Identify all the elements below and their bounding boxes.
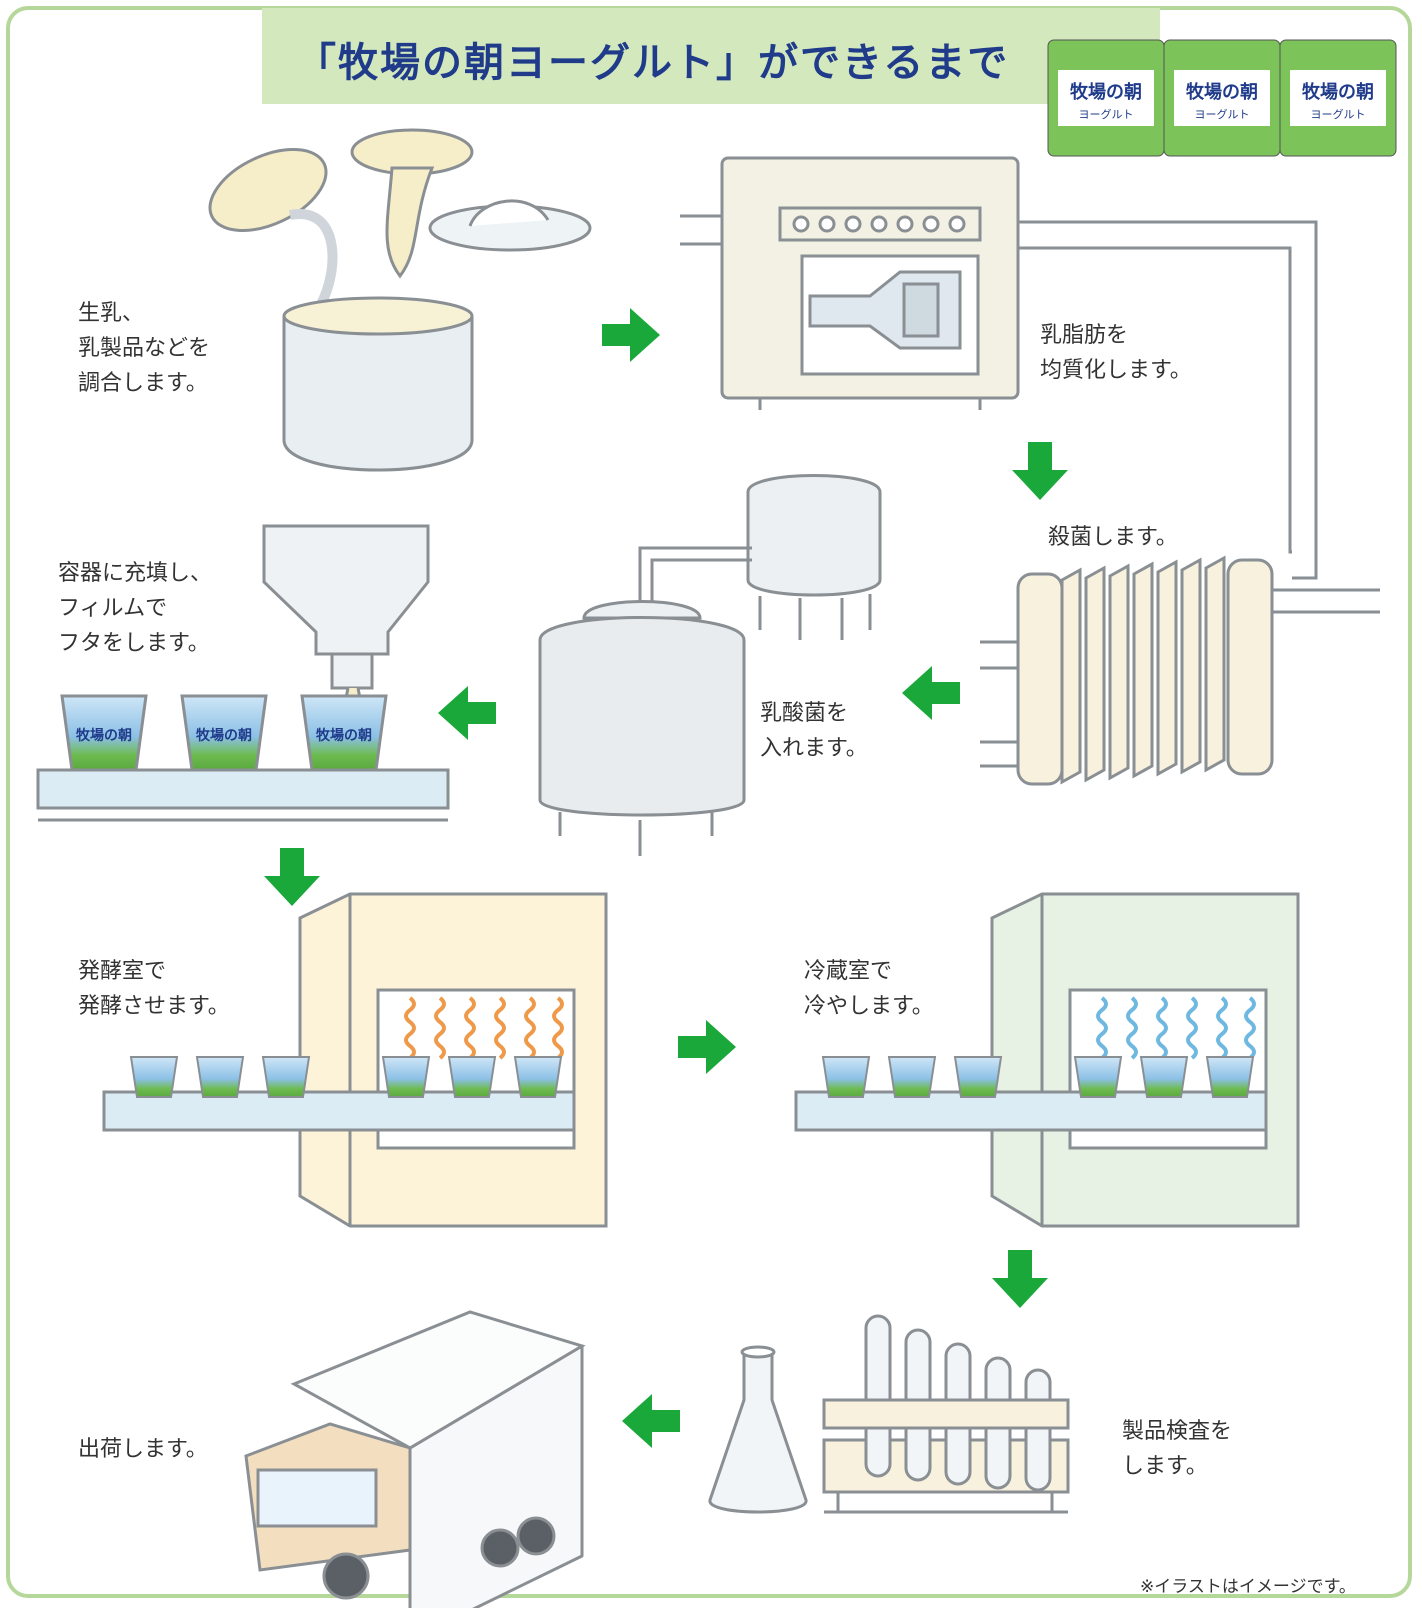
ferment-cups-row bbox=[128, 1054, 312, 1100]
product-pack-sublabel: ヨーグルト bbox=[1079, 107, 1134, 121]
arrow-right-icon bbox=[678, 1020, 736, 1074]
yogurt-cup bbox=[1204, 1054, 1256, 1100]
step-5-text: 容器に充填し、 フィルムで フタをします。 bbox=[58, 561, 213, 656]
product-pack-label: 牧場の朝 bbox=[1186, 81, 1258, 103]
product-pack-sublabel: ヨーグルト bbox=[1311, 107, 1366, 121]
product-pack-label: 牧場の朝 bbox=[1302, 81, 1374, 103]
step-8-text: 製品検査を します。 bbox=[1122, 1419, 1233, 1479]
arrow-left-icon bbox=[902, 666, 960, 720]
mixing-pot-illustration bbox=[208, 128, 592, 472]
product-packs: 牧場の朝 ヨーグルト 牧場の朝 ヨーグルト 牧場の朝 ヨーグルト bbox=[1047, 39, 1397, 157]
truck-illustration bbox=[244, 1310, 586, 1608]
yogurt-cup bbox=[1138, 1054, 1190, 1100]
cold-cups-row bbox=[820, 1054, 1004, 1100]
title-band bbox=[262, 8, 1160, 104]
sterilizer-illustration bbox=[980, 555, 1380, 786]
product-pack: 牧場の朝 ヨーグルト bbox=[1279, 39, 1397, 157]
step-6-text: 発酵室で 発酵させます。 bbox=[78, 959, 230, 1019]
yogurt-cup bbox=[1072, 1054, 1124, 1100]
arrow-right-icon bbox=[602, 308, 660, 362]
step-9-text: 出荷します。 bbox=[78, 1437, 208, 1462]
yogurt-cup bbox=[260, 1054, 312, 1100]
cup-label: 牧場の朝 bbox=[76, 727, 132, 744]
step-7-text: 冷蔵室で 冷やします。 bbox=[804, 959, 934, 1019]
arrow-down-icon bbox=[992, 1250, 1048, 1308]
homogenizer-illustration bbox=[680, 156, 1318, 580]
page-title: 「牧場の朝ヨーグルト」ができるまで bbox=[296, 40, 1010, 86]
arrow-down-icon bbox=[264, 848, 320, 906]
cold-inner-cups-row bbox=[1072, 1054, 1256, 1100]
step-4-text: 乳酸菌を 入れます。 bbox=[760, 701, 868, 761]
yogurt-cup bbox=[820, 1054, 872, 1100]
step-3-text: 殺菌します。 bbox=[1048, 525, 1178, 550]
product-pack: 牧場の朝 ヨーグルト bbox=[1163, 39, 1281, 157]
yogurt-cup bbox=[194, 1054, 246, 1100]
yogurt-cup: 牧場の朝 bbox=[52, 690, 156, 776]
product-pack-label: 牧場の朝 bbox=[1070, 81, 1142, 103]
arrow-left-icon bbox=[438, 686, 496, 740]
step-2-text: 乳脂肪を 均質化します。 bbox=[1040, 323, 1192, 383]
product-pack-sublabel: ヨーグルト bbox=[1195, 107, 1250, 121]
heat-waves bbox=[404, 996, 564, 1060]
filled-cups-row: 牧場の朝 牧場の朝 牧場の朝 bbox=[52, 690, 396, 776]
yogurt-cup bbox=[446, 1054, 498, 1100]
yogurt-cup bbox=[380, 1054, 432, 1100]
yogurt-cup bbox=[128, 1054, 180, 1100]
arrow-left-icon bbox=[622, 1394, 680, 1448]
inspection-illustration bbox=[708, 1314, 1070, 1514]
ferment-inner-cups-row bbox=[380, 1054, 564, 1100]
illustration-note: ※イラストはイメージです。 bbox=[1140, 1577, 1356, 1597]
yogurt-cup: 牧場の朝 bbox=[172, 690, 276, 776]
step-1-text: 生乳、 乳製品などを 調合します。 bbox=[78, 301, 211, 396]
arrow-down-icon bbox=[1012, 442, 1068, 500]
yogurt-cup bbox=[886, 1054, 938, 1100]
cold-waves bbox=[1096, 996, 1256, 1060]
product-pack: 牧場の朝 ヨーグルト bbox=[1047, 39, 1165, 157]
yogurt-cup: 牧場の朝 bbox=[292, 690, 396, 776]
cup-label: 牧場の朝 bbox=[316, 727, 372, 744]
culture-tank-illustration bbox=[538, 474, 882, 856]
cup-label: 牧場の朝 bbox=[196, 727, 252, 744]
yogurt-cup bbox=[512, 1054, 564, 1100]
yogurt-cup bbox=[952, 1054, 1004, 1100]
